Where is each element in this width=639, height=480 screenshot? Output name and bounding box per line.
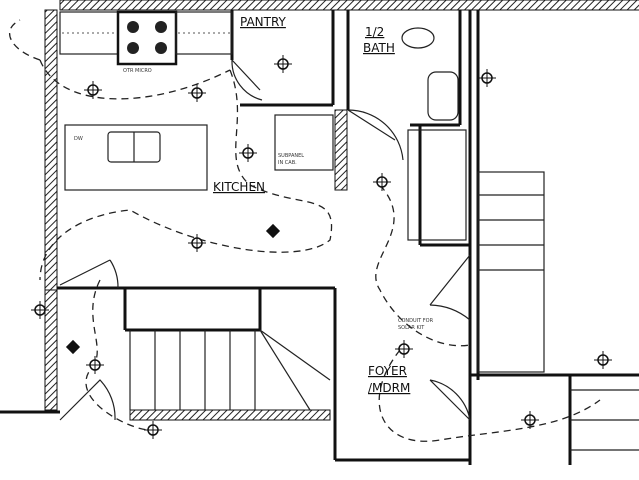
ceiling-light-icon bbox=[187, 83, 207, 103]
room-label-pantry: PANTRY bbox=[240, 15, 287, 29]
ceiling-light-icon bbox=[85, 355, 105, 375]
note-conduit-line1: CONDUIT FOR bbox=[398, 318, 434, 324]
kitchen-island bbox=[64, 124, 208, 191]
stairs bbox=[129, 171, 639, 451]
wall-light-icon bbox=[477, 68, 497, 88]
room-label-kitchen: KITCHEN bbox=[213, 180, 265, 194]
ceiling-light-icon bbox=[372, 172, 392, 192]
note-conduit-line2: SOLAR KIT bbox=[398, 325, 425, 331]
note-subpanel-line1: SUBPANEL bbox=[278, 153, 304, 159]
note-subpanel-line2: IN CAB. bbox=[278, 160, 297, 166]
subpanel-cabinet bbox=[274, 114, 334, 171]
ceiling-light-icon bbox=[273, 54, 293, 74]
note-dw: DW bbox=[74, 136, 83, 142]
ceiling-light-icon bbox=[83, 80, 103, 100]
room-labels: PANTRY 1/2 BATH KITCHEN FOYER /MDRM OTR … bbox=[74, 15, 434, 395]
ceiling-light-icon bbox=[143, 420, 163, 440]
note-otr-micro: OTR MICRO bbox=[123, 68, 152, 74]
smoke-detector-icon bbox=[65, 339, 81, 355]
room-label-foyer-line2: /MDRM bbox=[368, 381, 410, 395]
walls bbox=[0, 0, 639, 465]
door-swings bbox=[59, 59, 471, 421]
toilet-icon bbox=[401, 27, 435, 49]
kitchen-counters bbox=[59, 10, 467, 241]
light-fixtures bbox=[30, 54, 613, 440]
ceiling-light-icon bbox=[593, 350, 613, 370]
wiring bbox=[8, 19, 601, 442]
ceiling-light-icon bbox=[238, 143, 258, 163]
smoke-detector-icon bbox=[265, 223, 281, 239]
room-label-bath-line1: 1/2 bbox=[365, 25, 384, 39]
bath-sink-icon bbox=[427, 71, 459, 121]
range-icon bbox=[116, 10, 178, 66]
ceiling-light-icon bbox=[520, 410, 540, 430]
ceiling-light-icon bbox=[394, 339, 414, 359]
room-label-bath-line2: BATH bbox=[363, 41, 395, 55]
room-label-foyer-line1: FOYER bbox=[368, 364, 407, 378]
